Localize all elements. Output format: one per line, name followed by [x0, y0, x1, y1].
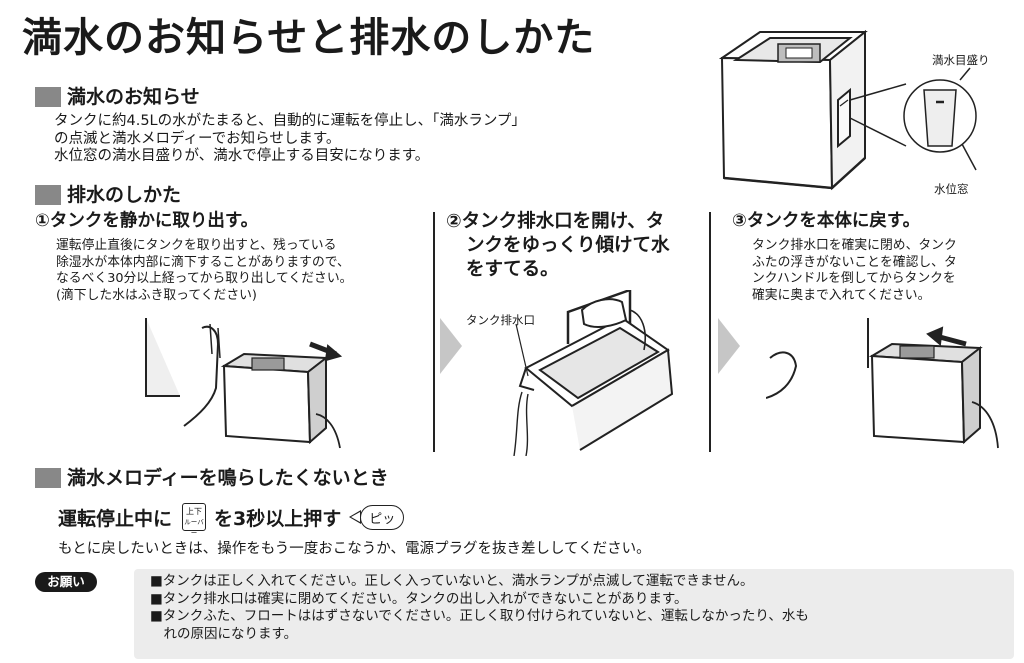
step3-title: ③タンクを本体に戻す。	[732, 211, 921, 231]
melody-instruction: 運転停止中に 上下 ルーバー を3秒以上押す ピッ	[58, 500, 405, 537]
drain-heading: 排水のしかた	[35, 182, 181, 208]
melody-heading: 満水メロディーを鳴らしたくないとき	[35, 465, 389, 491]
water-window-label: 水位窓	[934, 182, 969, 196]
step1-illustration	[145, 318, 343, 449]
next-step-arrow	[440, 318, 462, 374]
step2-title: ②タンク排水口を開け、タ ンクをゆっくり傾けて水 をすてる。	[446, 211, 670, 280]
request-notes: ■タンクは正しく入れてください。正しく入っていないと、満水ランプが点滅して運転で…	[150, 573, 809, 643]
request-note: ■タンクは正しく入れてください。正しく入っていないと、満水ランプが点滅して運転で…	[150, 573, 754, 589]
speech-tail-icon	[349, 510, 362, 524]
louver-button-icon: 上下 ルーバー	[182, 503, 207, 537]
step2-illustration	[513, 290, 674, 456]
request-note: れの原因になります。	[150, 625, 298, 642]
step-divider	[433, 212, 435, 452]
step-divider	[709, 212, 711, 452]
notice-text: タンクに約4.5Lの水がたまると、自動的に運転を停止し、「満水ランプ」 の点滅と…	[54, 113, 526, 164]
step1-text: 運転停止直後にタンクを取り出すと、残っている 除湿水が本体内部に滴下することがあ…	[56, 238, 353, 303]
request-note: ■タンク排水口は確実に閉めてください。タンクの出し入れができないことがあります。	[150, 590, 688, 607]
step1-title: ①タンクを静かに取り出す。	[35, 211, 259, 231]
request-note: ■タンクふた、フロートははずさないでください。正しく取り付けられていないと、運転…	[150, 608, 809, 624]
heading-marker	[35, 87, 61, 107]
step3-text: タンク排水口を確実に閉め、タンク ふたの浮きがないことを確認し、タ ンクハンドル…	[752, 238, 957, 303]
drain-outlet-label: タンク排水口	[466, 313, 535, 327]
dehumidifier-tank-diagram	[718, 29, 977, 191]
beep-sound-bubble: ピッ	[349, 504, 405, 530]
melody-note: もとに戻したいときは、操作をもう一度おこなうか、電源プラグを抜き差ししてください…	[58, 541, 651, 557]
full-mark-label: 満水目盛り	[932, 53, 990, 67]
page-title: 満水のお知らせと排水のしかた	[22, 15, 596, 61]
heading-marker	[35, 468, 61, 488]
heading-marker	[35, 185, 61, 205]
step3-illustration	[766, 318, 999, 449]
notice-heading: 満水のお知らせ	[35, 84, 200, 110]
request-notes-box	[134, 569, 1014, 659]
next-step-arrow	[718, 318, 740, 374]
request-badge: お願い	[35, 572, 97, 592]
